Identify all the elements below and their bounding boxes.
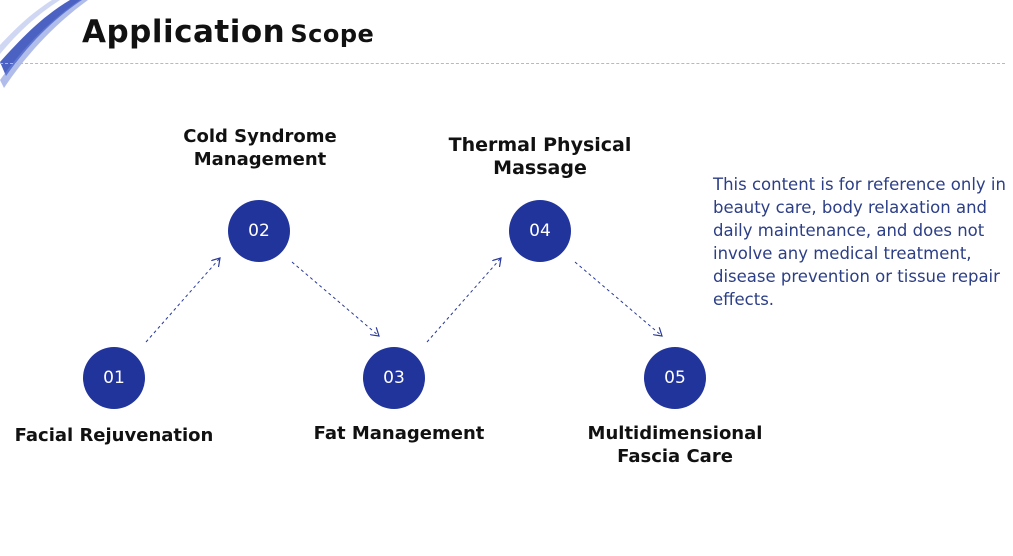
step-number: 03 (383, 368, 405, 388)
step-label-02: Cold Syndrome Management (183, 125, 337, 171)
step-node-03: 03 (363, 347, 425, 409)
title-main: Application (82, 14, 286, 50)
step-label-04: Thermal Physical Massage (449, 134, 632, 180)
step-node-01: 01 (83, 347, 145, 409)
step-label-line: Multidimensional (587, 423, 763, 444)
corner-decoration (0, 0, 88, 88)
step-label-line: Massage (493, 157, 587, 179)
step-label-03: Fat Management (314, 422, 485, 445)
step-node-05: 05 (644, 347, 706, 409)
title-sub: Scope (290, 20, 375, 48)
step-number: 04 (529, 221, 551, 241)
page-title: Application Scope (82, 14, 374, 50)
arrow-03-04 (426, 258, 501, 343)
disclaimer-note: This content is for reference only in be… (713, 175, 1006, 309)
step-number: 02 (248, 221, 270, 241)
step-label-line: Management (193, 149, 327, 170)
step-node-04: 04 (509, 200, 571, 262)
step-label-line: Thermal Physical (448, 134, 632, 156)
step-label-01: Facial Rejuvenation (15, 424, 214, 447)
step-label-line: Cold Syndrome (183, 126, 337, 147)
title-divider (0, 63, 1005, 64)
step-label-line: Fascia Care (617, 446, 733, 467)
arrow-02-03 (291, 261, 379, 336)
arrow-01-02 (145, 258, 220, 343)
step-number: 05 (664, 368, 686, 388)
step-label-line: Facial Rejuvenation (14, 425, 214, 446)
step-label-05: Multidimensional Fascia Care (588, 422, 763, 468)
step-label-line: Fat Management (313, 423, 485, 444)
step-number: 01 (103, 368, 125, 388)
arrow-04-05 (574, 261, 662, 336)
step-node-02: 02 (228, 200, 290, 262)
